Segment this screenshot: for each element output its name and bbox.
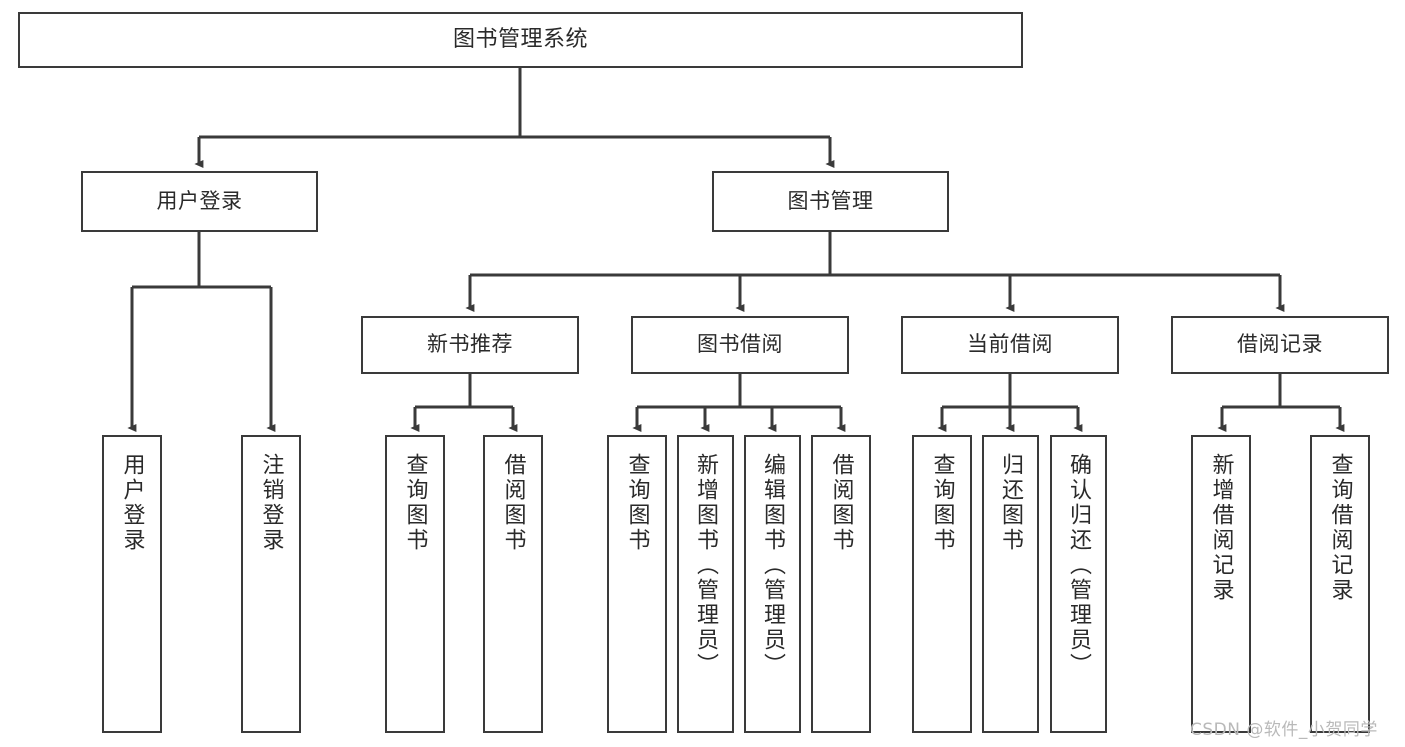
- node-current-borrow-label: 当前借阅: [967, 332, 1053, 357]
- node-leaf-query-book-recommend[interactable]: 查询图书: [385, 435, 445, 733]
- node-leaf-borrow-book-borrow[interactable]: 借阅图书: [811, 435, 871, 733]
- node-leaf-user-login-label: 用户登录: [119, 453, 145, 553]
- node-leaf-edit-book-admin[interactable]: 编辑图书（管理员）: [744, 435, 801, 733]
- node-new-book-recommend-label: 新书推荐: [427, 332, 513, 357]
- node-leaf-logout-login-label: 注销登录: [258, 453, 284, 553]
- node-current-borrow[interactable]: 当前借阅: [901, 316, 1119, 374]
- node-borrow-record-label: 借阅记录: [1237, 332, 1323, 357]
- node-leaf-edit-book-admin-label: 编辑图书（管理员）: [760, 453, 786, 678]
- node-book-borrow[interactable]: 图书借阅: [631, 316, 849, 374]
- node-leaf-user-login[interactable]: 用户登录: [102, 435, 162, 733]
- node-leaf-return-book-label: 归还图书: [998, 453, 1024, 553]
- node-user-login-label: 用户登录: [156, 188, 243, 213]
- node-book-borrow-label: 图书借阅: [697, 332, 783, 357]
- node-leaf-confirm-return-admin-label: 确认归还（管理员）: [1066, 453, 1092, 678]
- node-borrow-record[interactable]: 借阅记录: [1171, 316, 1389, 374]
- node-leaf-add-book-admin[interactable]: 新增图书（管理员）: [677, 435, 734, 733]
- node-leaf-logout-login[interactable]: 注销登录: [241, 435, 301, 733]
- node-book-management[interactable]: 图书管理: [712, 171, 949, 232]
- node-leaf-query-book-borrow-label: 查询图书: [624, 453, 650, 553]
- node-leaf-borrow-book-borrow-label: 借阅图书: [828, 453, 854, 553]
- node-leaf-query-book-current-label: 查询图书: [929, 453, 955, 553]
- node-leaf-query-book-recommend-label: 查询图书: [402, 453, 428, 553]
- node-leaf-query-book-borrow[interactable]: 查询图书: [607, 435, 667, 733]
- node-leaf-add-borrow-record-label: 新增借阅记录: [1208, 453, 1234, 603]
- node-leaf-borrow-book-recommend[interactable]: 借阅图书: [483, 435, 543, 733]
- csdn-watermark: CSDN @软件_小贺同学: [1190, 720, 1378, 740]
- node-leaf-query-borrow-record-label: 查询借阅记录: [1327, 453, 1353, 603]
- node-leaf-confirm-return-admin[interactable]: 确认归还（管理员）: [1050, 435, 1107, 733]
- node-book-management-label: 图书管理: [787, 188, 874, 213]
- node-leaf-query-book-current[interactable]: 查询图书: [912, 435, 972, 733]
- node-leaf-add-book-admin-label: 新增图书（管理员）: [693, 453, 719, 678]
- node-user-login[interactable]: 用户登录: [81, 171, 318, 232]
- node-leaf-return-book[interactable]: 归还图书: [982, 435, 1039, 733]
- node-leaf-add-borrow-record[interactable]: 新增借阅记录: [1191, 435, 1251, 733]
- node-root-label: 图书管理系统: [452, 26, 588, 52]
- node-leaf-query-borrow-record[interactable]: 查询借阅记录: [1310, 435, 1370, 733]
- node-root-book-management-system[interactable]: 图书管理系统: [18, 12, 1023, 68]
- node-leaf-borrow-book-recommend-label: 借阅图书: [500, 453, 526, 553]
- node-new-book-recommend[interactable]: 新书推荐: [361, 316, 579, 374]
